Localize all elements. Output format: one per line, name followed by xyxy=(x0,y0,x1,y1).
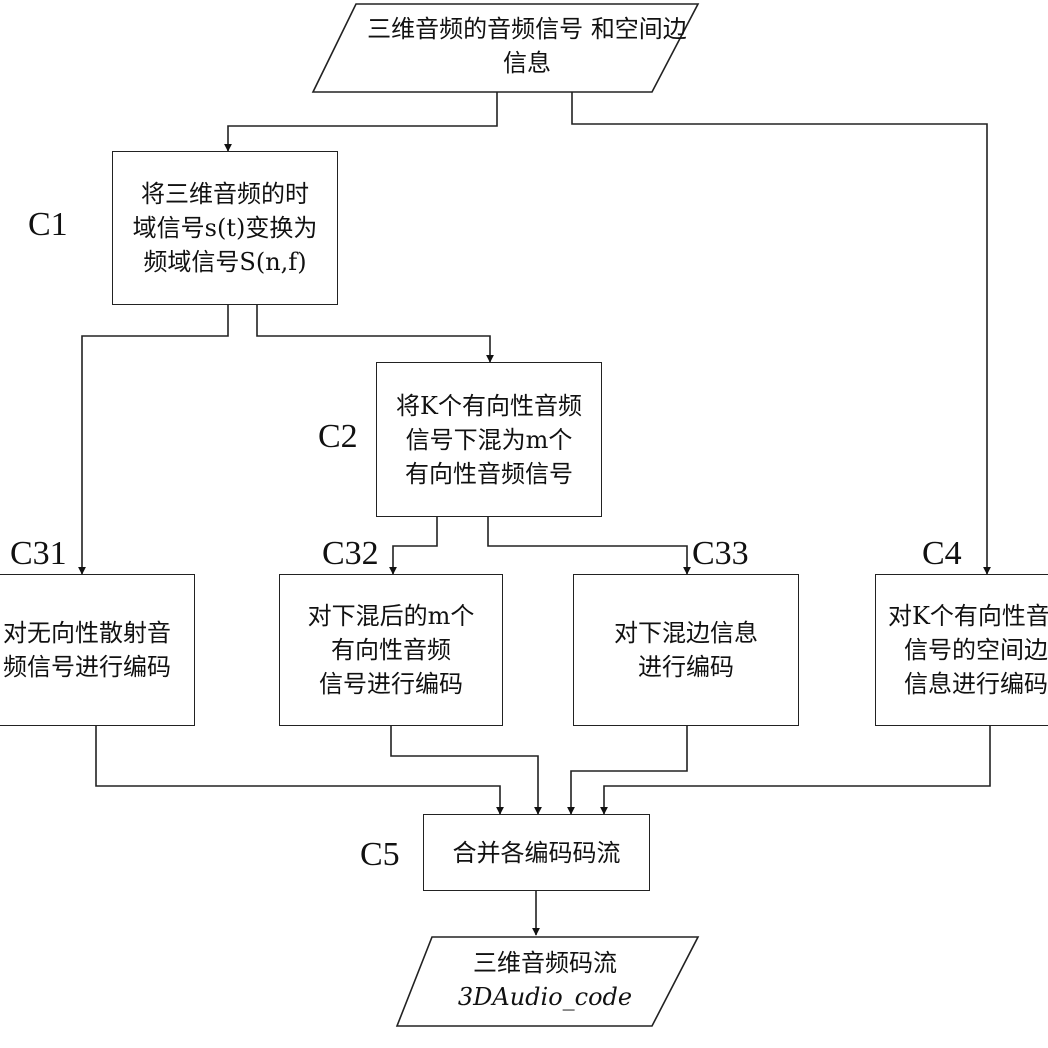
step-c4-box: 对K个有向性音 信号的空间边 信息进行编码 xyxy=(875,574,1048,726)
step-c32-box: 对下混后的m个 有向性音频 信号进行编码 xyxy=(279,574,503,726)
arrow-c33-to-c5 xyxy=(567,726,688,815)
c31-line2: 频信号进行编码 xyxy=(3,653,171,681)
c4-line3: 信息进行编码 xyxy=(904,670,1048,698)
step-c5-box: 合并各编码码流 xyxy=(423,814,650,891)
arrow-c2-to-c32 xyxy=(389,517,438,575)
step-label-c5: C5 xyxy=(360,836,400,873)
step-c33-box: 对下混边信息 进行编码 xyxy=(573,574,799,726)
output-node: 三维音频码流 3DAudio_code xyxy=(420,946,670,1014)
step-label-c33: C33 xyxy=(692,535,749,572)
c31-line1: 对无向性散射音 xyxy=(3,619,171,647)
c4-line2: 信号的空间边 xyxy=(904,636,1048,664)
step-label-c4: C4 xyxy=(922,535,962,572)
step-label-c2: C2 xyxy=(318,418,358,455)
c32-line1: 对下混后的m个 xyxy=(307,602,475,630)
arrow-input-to-c1 xyxy=(224,92,498,152)
c5-line1: 合并各编码码流 xyxy=(452,838,621,867)
c33-line1: 对下混边信息 xyxy=(614,619,758,647)
arrow-c31-to-c5 xyxy=(95,726,504,815)
c33-line2: 进行编码 xyxy=(638,653,734,681)
step-c31-box: 对无向性散射音 频信号进行编码 xyxy=(0,574,195,726)
step-label-c32: C32 xyxy=(322,535,379,572)
step-c2-box: 将K个有向性音频 信号下混为m个 有向性音频信号 xyxy=(376,362,602,517)
arrow-c4-to-c5 xyxy=(600,726,991,815)
c2-line3: 有向性音频信号 xyxy=(405,459,573,488)
c2-line2: 信号下混为m个 xyxy=(405,425,573,454)
output-line2: 3DAudio_code xyxy=(457,983,633,1011)
input-node: 三维音频的音频信号 和空间边信息 xyxy=(356,12,698,80)
output-line1: 三维音频码流 xyxy=(473,949,617,977)
c1-line1: 将三维音频的时 xyxy=(141,180,309,208)
c32-line2: 有向性音频 xyxy=(331,636,451,664)
arrow-c1-to-c2 xyxy=(256,305,494,363)
step-c1-box: 将三维音频的时 域信号s(t)变换为 频域信号S(n,f) xyxy=(112,151,338,305)
c4-line1: 对K个有向性音 xyxy=(888,602,1048,630)
arrow-input-to-c4 xyxy=(571,92,991,575)
input-line2: 和空间边信息 xyxy=(503,15,687,77)
step-label-c31: C31 xyxy=(10,535,67,572)
output-parallelogram xyxy=(395,936,700,1027)
c1-line3: 频域信号S(n,f) xyxy=(143,248,307,276)
arrow-c32-to-c5 xyxy=(390,726,542,815)
c32-line3: 信号进行编码 xyxy=(319,670,463,698)
arrow-c1-to-c31 xyxy=(78,305,229,575)
input-line1: 三维音频的音频信号 xyxy=(367,15,584,43)
c1-line2: 域信号s(t)变换为 xyxy=(132,214,318,242)
input-parallelogram xyxy=(311,3,700,93)
c2-line1: 将K个有向性音频 xyxy=(396,391,582,420)
step-label-c1: C1 xyxy=(28,206,68,243)
arrow-c2-to-c33 xyxy=(487,517,691,575)
